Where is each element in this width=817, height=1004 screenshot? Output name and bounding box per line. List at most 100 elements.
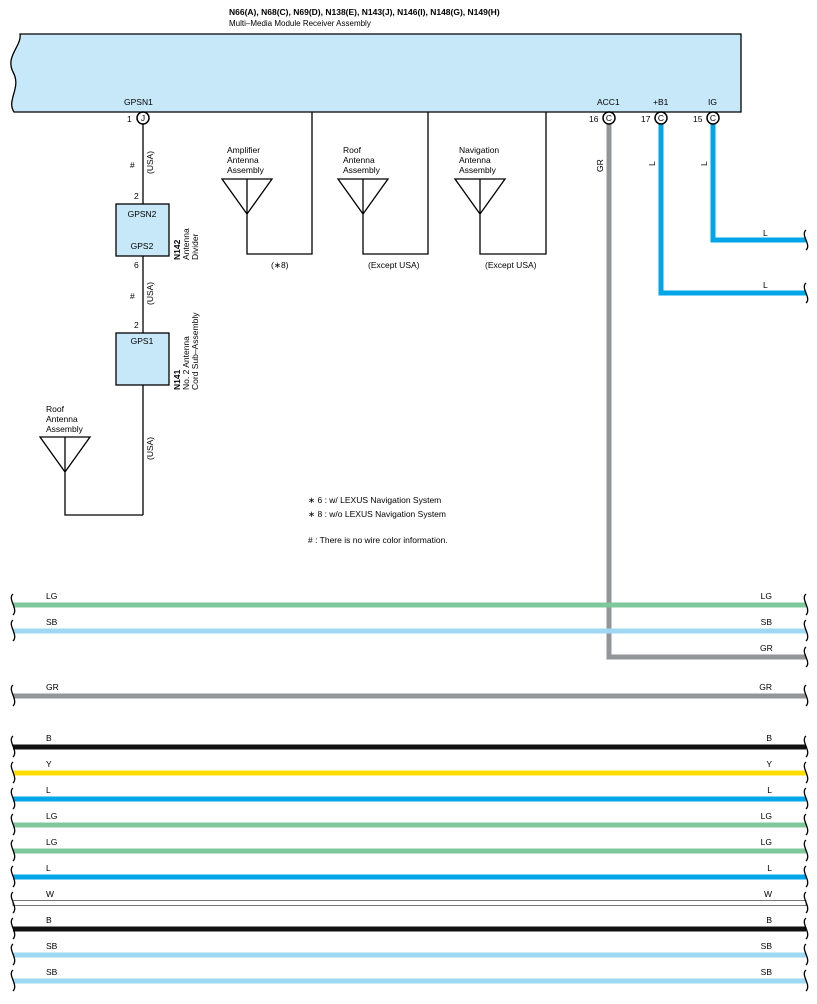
roof-antenna-label-1: Roof bbox=[343, 145, 362, 155]
roof-antenna-label-2: Antenna bbox=[343, 155, 375, 165]
wire-acc1-color-label: GR bbox=[595, 159, 605, 172]
wire-acc1: GR GR bbox=[595, 124, 806, 660]
antenna-symbol bbox=[38, 436, 143, 516]
gps-seg3-note: (USA) bbox=[145, 437, 155, 460]
roof-antenna-assembly: Roof Antenna Assembly (Except USA) bbox=[336, 112, 429, 270]
wire-color-label-left: L bbox=[46, 863, 51, 873]
pin-number-17: 17 bbox=[641, 114, 651, 124]
roof-antenna-assembly-left: Roof Antenna Assembly bbox=[38, 404, 143, 516]
wire-color-label-left: L bbox=[46, 785, 51, 795]
pin-connector-c: C bbox=[710, 113, 716, 123]
antenna-cord-box bbox=[115, 332, 170, 386]
pin-gpsn1: 1 J bbox=[127, 111, 150, 125]
wire-color-label-right: SB bbox=[761, 617, 773, 627]
wire-break-mark bbox=[10, 684, 16, 707]
wire-break-mark bbox=[803, 684, 809, 707]
gps-seg1-note: (USA) bbox=[145, 151, 155, 174]
divider-bottom-label: GPS2 bbox=[131, 241, 154, 251]
amplifier-antenna-assembly: Amplifier Antenna Assembly (∗8) bbox=[220, 112, 313, 270]
amplifier-antenna-label-1: Amplifier bbox=[227, 145, 260, 155]
gps-chain: # (USA) 2 GPSN2 GPS2 N142 Antenna Divide… bbox=[115, 124, 200, 515]
divider-top-pin: 2 bbox=[134, 191, 139, 201]
wire-color-label-left: GR bbox=[46, 682, 59, 692]
antenna-symbol bbox=[453, 112, 547, 255]
roof-left-label-3: Assembly bbox=[46, 424, 84, 434]
wire-break-mark bbox=[10, 593, 16, 616]
wire-color-label-right: LG bbox=[761, 591, 772, 601]
wire-b1-right-label: L bbox=[763, 280, 768, 290]
wire-color-label-left: SB bbox=[46, 941, 58, 951]
wire-break-mark bbox=[803, 969, 809, 992]
wire-color-label-right: Y bbox=[766, 759, 772, 769]
wire-break-mark bbox=[10, 619, 16, 642]
note-6: ∗ 6 : w/ LEXUS Navigation System bbox=[308, 495, 441, 505]
wire-break-mark bbox=[10, 813, 16, 836]
note-hash: # : There is no wire color information. bbox=[308, 535, 448, 545]
wire-color-label-right: SB bbox=[761, 967, 773, 977]
wire-color-label-left: W bbox=[46, 889, 54, 899]
wire-row-sb: SB SB bbox=[10, 617, 809, 642]
pin-label-b1: +B1 bbox=[653, 97, 669, 107]
wire-break-mark bbox=[10, 917, 16, 940]
wire-color-label-left: SB bbox=[46, 617, 58, 627]
divider-code: N142 bbox=[172, 239, 182, 260]
pin-label-gpsn1: GPSN1 bbox=[124, 97, 153, 107]
wire-break-mark bbox=[803, 917, 809, 940]
wire-color-label-right: L bbox=[767, 785, 772, 795]
amplifier-antenna-label-3: Assembly bbox=[227, 165, 265, 175]
wire-b1: L L bbox=[647, 124, 809, 304]
divider-name-2: Divider bbox=[190, 233, 200, 260]
wire-color-label-right: SB bbox=[761, 941, 773, 951]
wire-color-label-right: B bbox=[766, 915, 772, 925]
wire-row-sb: SB SB bbox=[10, 967, 809, 992]
wire-break-mark bbox=[803, 891, 809, 914]
cord-name-2: Cord Sub–Assembly bbox=[190, 312, 200, 390]
wire-break-mark bbox=[803, 943, 809, 966]
amplifier-antenna-label-2: Antenna bbox=[227, 155, 259, 165]
wire-color-label-right: LG bbox=[761, 837, 772, 847]
navigation-antenna-label-3: Assembly bbox=[459, 165, 497, 175]
wire-color-label-left: SB bbox=[46, 967, 58, 977]
pin-acc1: 16 C bbox=[589, 111, 616, 125]
wire-break-mark bbox=[803, 787, 809, 810]
wire-acc1-right-label: GR bbox=[760, 643, 773, 653]
wire-break-mark bbox=[10, 969, 16, 992]
cord-name-1: No. 2 Antenna bbox=[181, 336, 191, 390]
wire-color-label-right: L bbox=[767, 863, 772, 873]
wire-break-mark bbox=[10, 891, 16, 914]
wire-color-label-right: W bbox=[764, 889, 772, 899]
navigation-antenna-note: (Except USA) bbox=[485, 260, 537, 270]
wire-color-label-left: LG bbox=[46, 811, 57, 821]
amplifier-antenna-note: (∗8) bbox=[271, 260, 289, 270]
pin-number-1: 1 bbox=[127, 114, 132, 124]
gps-seg2-mark: # bbox=[130, 291, 135, 301]
wire-break-mark bbox=[803, 761, 809, 784]
wire-break-mark bbox=[10, 761, 16, 784]
pin-ig: 15 C bbox=[693, 111, 720, 125]
pin-connector-c: C bbox=[606, 113, 612, 123]
wire-break-mark bbox=[10, 735, 16, 758]
wire-line bbox=[12, 900, 807, 906]
pin-connector-c: C bbox=[658, 113, 664, 123]
pin-label-acc1: ACC1 bbox=[597, 97, 620, 107]
pin-number-16: 16 bbox=[589, 114, 599, 124]
wire-break-mark bbox=[10, 839, 16, 862]
module-receiver-box bbox=[10, 33, 742, 113]
pin-connector-j: J bbox=[141, 113, 145, 123]
cord-code: N141 bbox=[172, 369, 182, 390]
divider-name-1: Antenna bbox=[181, 228, 191, 260]
wire-break-mark bbox=[10, 787, 16, 810]
wire-color-label-right: B bbox=[766, 733, 772, 743]
wire-color-label-left: B bbox=[46, 733, 52, 743]
navigation-antenna-assembly: Navigation Antenna Assembly (Except USA) bbox=[453, 112, 547, 270]
wire-row-sb: SB SB bbox=[10, 941, 809, 966]
wire-color-label-left: B bbox=[46, 915, 52, 925]
wire-break-mark bbox=[803, 839, 809, 862]
